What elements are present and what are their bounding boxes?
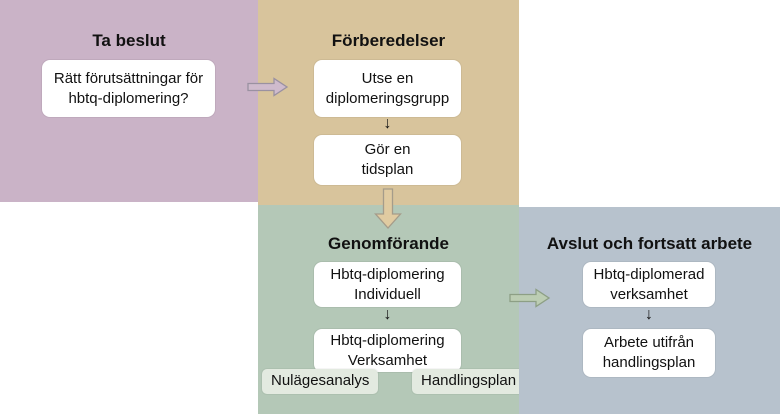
step-work-from-action-plan: Arbete utifrån handlingsplan <box>583 329 715 377</box>
step-diploma-individual: Hbtq-diplomering Individuell <box>314 262 461 307</box>
arrow-down-icon: ↓ <box>645 306 653 323</box>
step-appoint-group: Utse en diplomeringsgrupp <box>314 60 461 117</box>
section-conclude: Avslut och fortsatt arbete Hbtq-diplomer… <box>519 207 780 414</box>
arrow-down-icon: ↓ <box>383 306 392 323</box>
section-conclude-title: Avslut och fortsatt arbete <box>546 234 753 253</box>
section-decide: Ta beslut Rätt förutsättningar för hbtq-… <box>0 0 258 202</box>
step-certified-organisation: Hbtq-diplomerad verksamhet <box>583 262 715 307</box>
section-decide-title: Ta beslut <box>92 31 166 50</box>
section-implement: Genomförande Hbtq-diplomering Individuel… <box>258 205 526 414</box>
section-implement-title: Genomförande <box>328 234 449 253</box>
arrow-down-icon: ↓ <box>383 115 392 132</box>
step-right-conditions: Rätt förutsättningar för hbtq-diplomerin… <box>42 60 215 117</box>
section-prepare: Förberedelser Utse en diplomeringsgrupp … <box>258 0 519 205</box>
step-make-schedule: Gör en tidsplan <box>314 135 461 185</box>
section-prepare-title: Förberedelser <box>331 31 446 50</box>
step-diploma-organisation: Hbtq-diplomering Verksamhet <box>314 329 461 372</box>
label-action-plan: Handlingsplan <box>412 369 526 394</box>
label-current-state-analysis: Nulägesanalys <box>262 369 379 394</box>
